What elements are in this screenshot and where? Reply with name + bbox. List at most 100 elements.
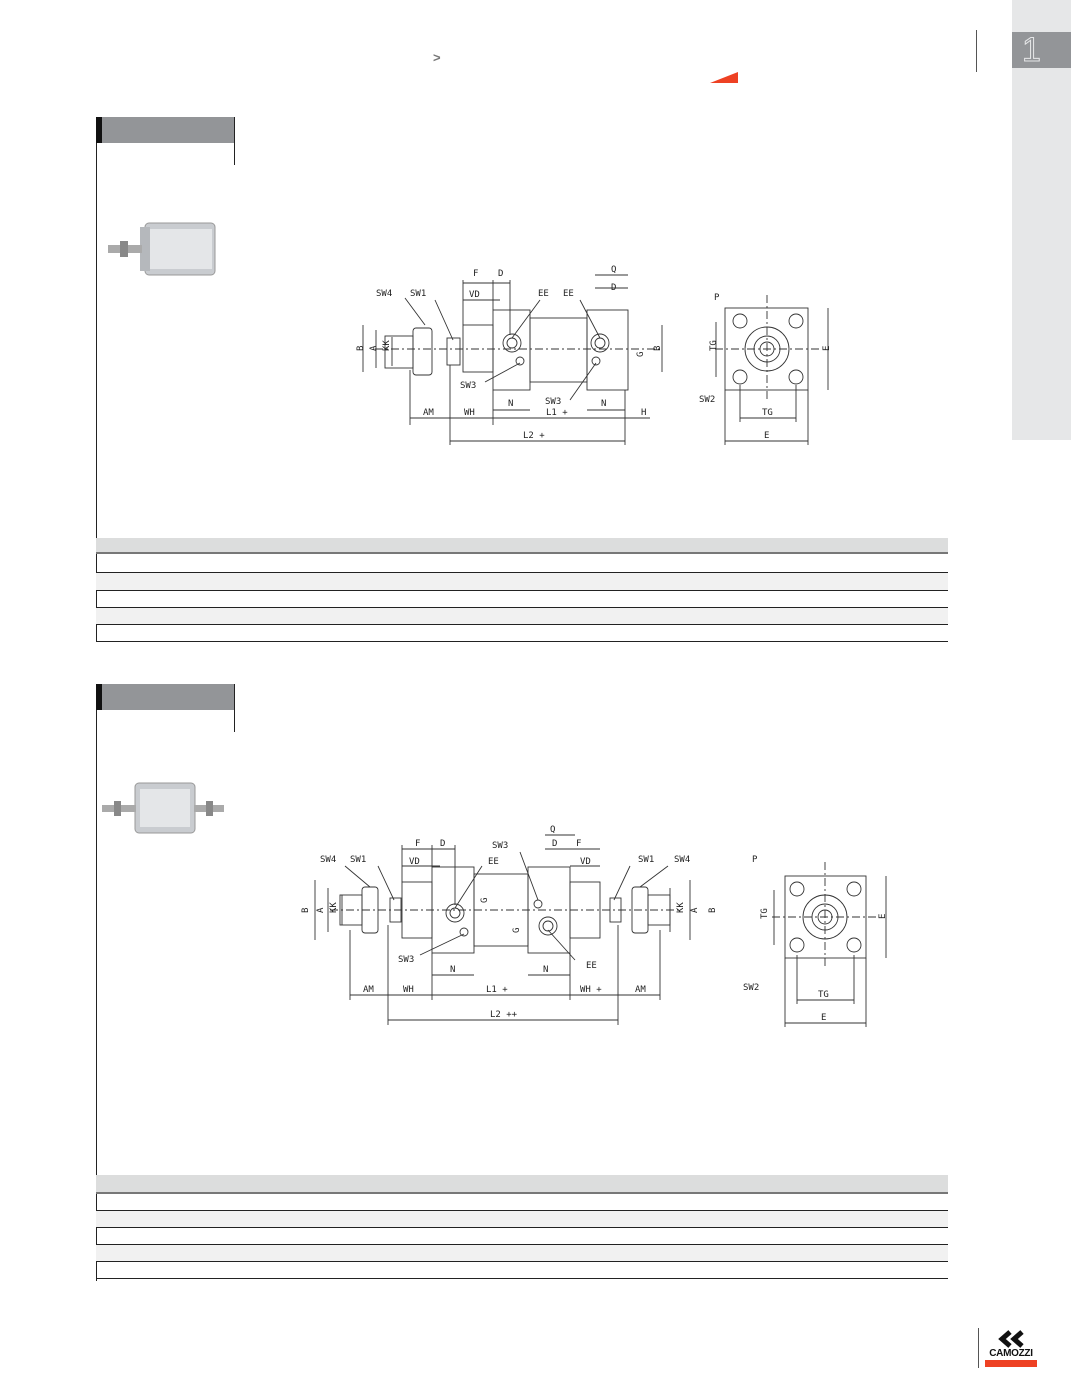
label-l1: L1 + [486, 985, 508, 995]
label-vd: VD [580, 857, 591, 867]
table-row [96, 625, 948, 642]
label-kk: KK [329, 902, 339, 913]
section-1-table [96, 538, 948, 642]
section-1-frame [96, 143, 97, 642]
label-f: F [415, 839, 420, 849]
section-1-heading-rule [234, 117, 235, 165]
label-am: AM [363, 985, 374, 995]
label-wh: WH [464, 408, 475, 418]
label-n: N [450, 965, 455, 975]
label-kk: KK [676, 902, 686, 913]
label-ee: EE [488, 857, 499, 867]
label-ee: EE [586, 961, 597, 971]
drawing-2-side-view [314, 834, 691, 1025]
label-sw1: SW1 [638, 855, 654, 865]
footer-divider [978, 1328, 979, 1368]
label-am: AM [635, 985, 646, 995]
label-wh: WH [403, 985, 414, 995]
table-row [96, 1262, 948, 1279]
label-h: H [641, 408, 646, 418]
label-q: Q [611, 265, 616, 275]
label-tg: TG [709, 340, 719, 351]
chapter-number: 1 [1012, 32, 1071, 69]
cylinder-photo-single-rod [108, 222, 216, 276]
label-n: N [543, 965, 548, 975]
label-sw4: SW4 [376, 289, 392, 299]
label-tg: TG [762, 408, 773, 418]
label-wh-plus: WH + [580, 985, 602, 995]
label-n: N [601, 399, 606, 409]
label-l1: L1 + [546, 408, 568, 418]
label-ee: EE [563, 289, 574, 299]
table-row [96, 1211, 948, 1228]
label-n: N [508, 399, 513, 409]
label-vd: VD [469, 290, 480, 300]
section-2-table [96, 1175, 948, 1279]
label-b: B [708, 908, 718, 913]
label-e: E [822, 346, 832, 351]
label-f: F [576, 839, 581, 849]
label-p: P [752, 855, 758, 865]
label-e: E [821, 1013, 826, 1023]
label-kk: KK [382, 340, 392, 351]
label-a: A [690, 907, 700, 913]
table-row [96, 1194, 948, 1211]
label-ee: EE [538, 289, 549, 299]
label-g: G [480, 898, 490, 903]
label-sw3: SW3 [460, 381, 476, 391]
label-b: B [356, 346, 366, 351]
label-sw4: SW4 [674, 855, 690, 865]
breadcrumb-separator: > [433, 50, 441, 65]
cylinder-photo-through-rod [102, 782, 224, 834]
table-header-row [96, 538, 948, 554]
table-row [96, 591, 948, 608]
label-sw4: SW4 [320, 855, 336, 865]
label-vd: VD [409, 857, 420, 867]
brand-name: CAMOZZI [989, 1348, 1033, 1359]
label-sw1: SW1 [410, 289, 426, 299]
label-am: AM [423, 408, 434, 418]
drawing-1-side-view [362, 274, 663, 445]
label-sw2: SW2 [743, 983, 759, 993]
table-row [96, 554, 948, 573]
brand-bar [985, 1360, 1037, 1367]
label-d: D [611, 283, 616, 293]
label-sw3: SW3 [492, 841, 508, 851]
section-2-frame [96, 710, 97, 1281]
label-f: F [473, 269, 478, 279]
label-e: E [878, 914, 888, 919]
section-2-heading [96, 684, 234, 710]
label-b: B [653, 346, 663, 351]
label-tg: TG [760, 908, 770, 919]
label-d: D [498, 269, 503, 279]
accent-triangle [710, 72, 738, 83]
label-tg: TG [818, 990, 829, 1000]
table-header-row [96, 1175, 948, 1194]
label-l2: L2 ++ [490, 1010, 518, 1020]
table-row [96, 1245, 948, 1262]
label-a: A [316, 907, 326, 913]
label-sw3: SW3 [398, 955, 414, 965]
label-sw2: SW2 [699, 395, 715, 405]
label-b: B [301, 908, 311, 913]
label-g: G [512, 928, 522, 933]
label-d: D [552, 839, 557, 849]
header-divider [976, 30, 977, 72]
label-d: D [440, 839, 445, 849]
camozzi-logo: CAMOZZI [983, 1330, 1043, 1370]
label-p: P [714, 293, 720, 303]
drawing-2-end-view [772, 862, 887, 1027]
section-1-heading [96, 117, 234, 143]
table-row [96, 573, 948, 591]
label-g: G [636, 352, 646, 357]
label-q: Q [550, 825, 555, 835]
drawing-1-end-view [715, 295, 829, 445]
table-row [96, 1228, 948, 1245]
section-2-heading-rule [234, 684, 235, 732]
camozzi-logo-mark-icon [998, 1330, 1024, 1348]
chapter-side-tab [1012, 0, 1071, 440]
table-row [96, 608, 948, 625]
label-e: E [764, 431, 769, 441]
label-sw1: SW1 [350, 855, 366, 865]
label-sw3: SW3 [545, 397, 561, 407]
